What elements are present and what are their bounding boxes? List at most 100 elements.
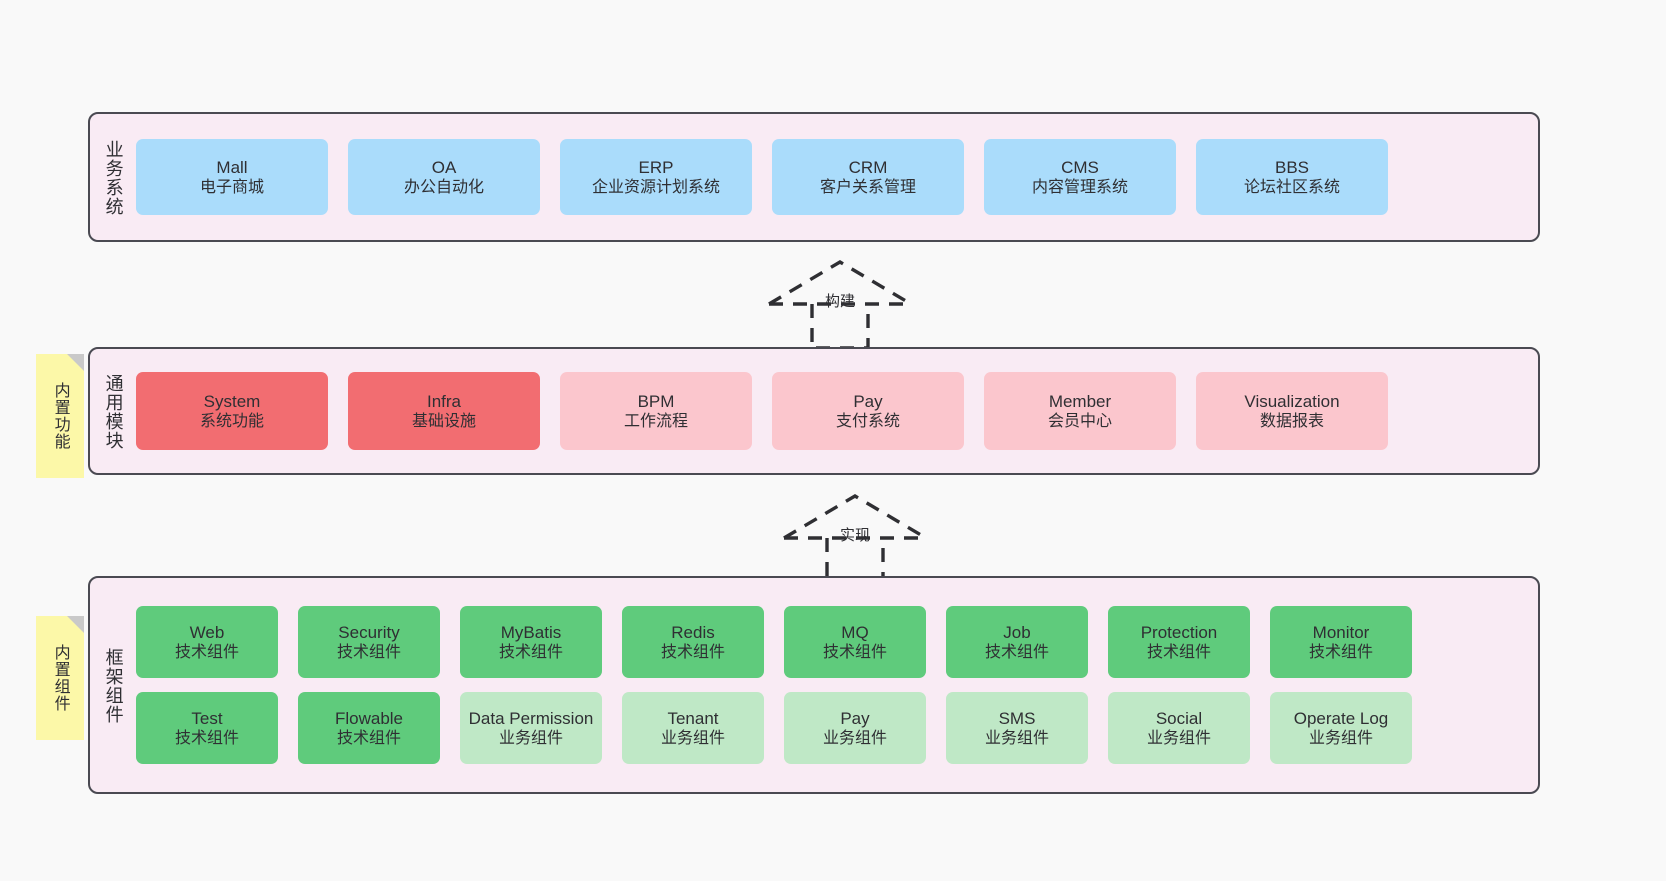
card-title: CRM bbox=[848, 157, 888, 177]
card-infra[interactable]: Infra 基础设施 bbox=[348, 372, 540, 450]
connector-realize: 实现 bbox=[770, 490, 940, 590]
card-title: Tenant bbox=[667, 708, 719, 728]
card-subtitle: 客户关系管理 bbox=[819, 178, 916, 196]
layer-business-system: 业务系统 Mall 电子商城 OA 办公自动化 ERP 企业资源计划系统 CRM… bbox=[88, 112, 1540, 242]
card-title: System bbox=[203, 391, 261, 411]
card-title: Mall bbox=[216, 157, 248, 177]
layer-common-modules: 通用模块 System 系统功能 Infra 基础设施 BPM 工作流程 Pay… bbox=[88, 347, 1540, 475]
card-job[interactable]: Job 技术组件 bbox=[946, 606, 1088, 678]
layer-title-common: 通用模块 bbox=[103, 374, 124, 450]
card-visualization[interactable]: Visualization 数据报表 bbox=[1196, 372, 1388, 450]
note-fold-corner-icon bbox=[67, 616, 84, 633]
card-subtitle: 技术组件 bbox=[822, 643, 887, 661]
layer-title-framework: 框架组件 bbox=[103, 648, 124, 724]
card-social[interactable]: Social 业务组件 bbox=[1108, 692, 1250, 764]
card-title: Visualization bbox=[1244, 391, 1340, 411]
card-title: Social bbox=[1155, 708, 1203, 728]
card-bbs[interactable]: BBS 论坛社区系统 bbox=[1196, 139, 1388, 215]
card-system[interactable]: System 系统功能 bbox=[136, 372, 328, 450]
card-data-permission[interactable]: Data Permission 业务组件 bbox=[460, 692, 602, 764]
card-mybatis[interactable]: MyBatis 技术组件 bbox=[460, 606, 602, 678]
card-subtitle: 技术组件 bbox=[498, 643, 563, 661]
card-web[interactable]: Web 技术组件 bbox=[136, 606, 278, 678]
card-subtitle: 论坛社区系统 bbox=[1243, 178, 1340, 196]
card-title: Protection bbox=[1140, 622, 1218, 642]
card-title: CMS bbox=[1061, 157, 1099, 177]
layer-framework-components: 框架组件 Web 技术组件 Security 技术组件 MyBatis 技术组件… bbox=[88, 576, 1540, 794]
common-card-row: System 系统功能 Infra 基础设施 BPM 工作流程 Pay 支付系统… bbox=[136, 372, 1528, 450]
card-title: Member bbox=[1048, 391, 1112, 411]
card-title: SMS bbox=[998, 708, 1036, 728]
card-subtitle: 业务组件 bbox=[1146, 729, 1211, 747]
card-subtitle: 技术组件 bbox=[174, 643, 239, 661]
note-builtin-function: 内置功能 bbox=[36, 354, 84, 478]
connector-build-label: 构建 bbox=[824, 293, 856, 310]
framework-tech-row: Web 技术组件 Security 技术组件 MyBatis 技术组件 Redi… bbox=[136, 606, 1528, 678]
card-member[interactable]: Member 会员中心 bbox=[984, 372, 1176, 450]
note-fold-corner-icon bbox=[67, 354, 84, 371]
card-redis[interactable]: Redis 技术组件 bbox=[622, 606, 764, 678]
card-subtitle: 电子商城 bbox=[199, 178, 264, 196]
card-subtitle: 内容管理系统 bbox=[1031, 178, 1128, 196]
card-sms[interactable]: SMS 业务组件 bbox=[946, 692, 1088, 764]
card-title: Job bbox=[1003, 622, 1031, 642]
card-title: BPM bbox=[637, 391, 675, 411]
business-card-row: Mall 电子商城 OA 办公自动化 ERP 企业资源计划系统 CRM 客户关系… bbox=[136, 139, 1528, 215]
card-subtitle: 业务组件 bbox=[984, 729, 1049, 747]
card-oa[interactable]: OA 办公自动化 bbox=[348, 139, 540, 215]
card-title: Monitor bbox=[1312, 622, 1370, 642]
card-title: OA bbox=[431, 157, 457, 177]
card-subtitle: 支付系统 bbox=[835, 412, 900, 430]
card-title: Pay bbox=[840, 708, 870, 728]
note-builtin-component-label: 内置组件 bbox=[51, 644, 69, 712]
card-subtitle: 办公自动化 bbox=[403, 178, 484, 196]
card-subtitle: 系统功能 bbox=[199, 412, 264, 430]
card-subtitle: 基础设施 bbox=[411, 412, 476, 430]
card-erp[interactable]: ERP 企业资源计划系统 bbox=[560, 139, 752, 215]
card-title: Data Permission bbox=[468, 708, 594, 728]
card-subtitle: 技术组件 bbox=[336, 729, 401, 747]
card-subtitle: 技术组件 bbox=[174, 729, 239, 747]
connector-build: 构建 bbox=[755, 256, 925, 356]
card-mq[interactable]: MQ 技术组件 bbox=[784, 606, 926, 678]
layer-title-business: 业务系统 bbox=[103, 140, 124, 216]
card-monitor[interactable]: Monitor 技术组件 bbox=[1270, 606, 1412, 678]
layer-body-common: System 系统功能 Infra 基础设施 BPM 工作流程 Pay 支付系统… bbox=[136, 349, 1538, 473]
card-subtitle: 技术组件 bbox=[336, 643, 401, 661]
card-title: BBS bbox=[1274, 157, 1310, 177]
card-pay[interactable]: Pay 支付系统 bbox=[772, 372, 964, 450]
card-title: ERP bbox=[638, 157, 674, 177]
note-builtin-component: 内置组件 bbox=[36, 616, 84, 740]
card-security[interactable]: Security 技术组件 bbox=[298, 606, 440, 678]
card-title: Operate Log bbox=[1293, 708, 1389, 728]
card-subtitle: 业务组件 bbox=[498, 729, 563, 747]
card-subtitle: 业务组件 bbox=[660, 729, 725, 747]
note-builtin-function-label: 内置功能 bbox=[51, 382, 69, 450]
card-subtitle: 技术组件 bbox=[1308, 643, 1373, 661]
card-crm[interactable]: CRM 客户关系管理 bbox=[772, 139, 964, 215]
card-bpm[interactable]: BPM 工作流程 bbox=[560, 372, 752, 450]
card-flowable[interactable]: Flowable 技术组件 bbox=[298, 692, 440, 764]
card-title: Flowable bbox=[334, 708, 404, 728]
card-subtitle: 业务组件 bbox=[1308, 729, 1373, 747]
card-title: Infra bbox=[426, 391, 462, 411]
card-cms[interactable]: CMS 内容管理系统 bbox=[984, 139, 1176, 215]
card-subtitle: 工作流程 bbox=[623, 412, 688, 430]
card-pay-business[interactable]: Pay 业务组件 bbox=[784, 692, 926, 764]
card-operate-log[interactable]: Operate Log 业务组件 bbox=[1270, 692, 1412, 764]
layer-body-framework: Web 技术组件 Security 技术组件 MyBatis 技术组件 Redi… bbox=[136, 578, 1538, 792]
layer-body-business: Mall 电子商城 OA 办公自动化 ERP 企业资源计划系统 CRM 客户关系… bbox=[136, 114, 1538, 240]
card-test[interactable]: Test 技术组件 bbox=[136, 692, 278, 764]
card-title: Web bbox=[189, 622, 225, 642]
card-subtitle: 会员中心 bbox=[1047, 412, 1112, 430]
card-subtitle: 数据报表 bbox=[1259, 412, 1324, 430]
framework-business-row: Test 技术组件 Flowable 技术组件 Data Permission … bbox=[136, 692, 1528, 764]
card-mall[interactable]: Mall 电子商城 bbox=[136, 139, 328, 215]
connector-realize-label: 实现 bbox=[839, 527, 871, 544]
card-protection[interactable]: Protection 技术组件 bbox=[1108, 606, 1250, 678]
card-title: Security bbox=[338, 622, 400, 642]
card-tenant[interactable]: Tenant 业务组件 bbox=[622, 692, 764, 764]
card-subtitle: 技术组件 bbox=[660, 643, 725, 661]
card-title: MQ bbox=[841, 622, 869, 642]
card-subtitle: 技术组件 bbox=[984, 643, 1049, 661]
